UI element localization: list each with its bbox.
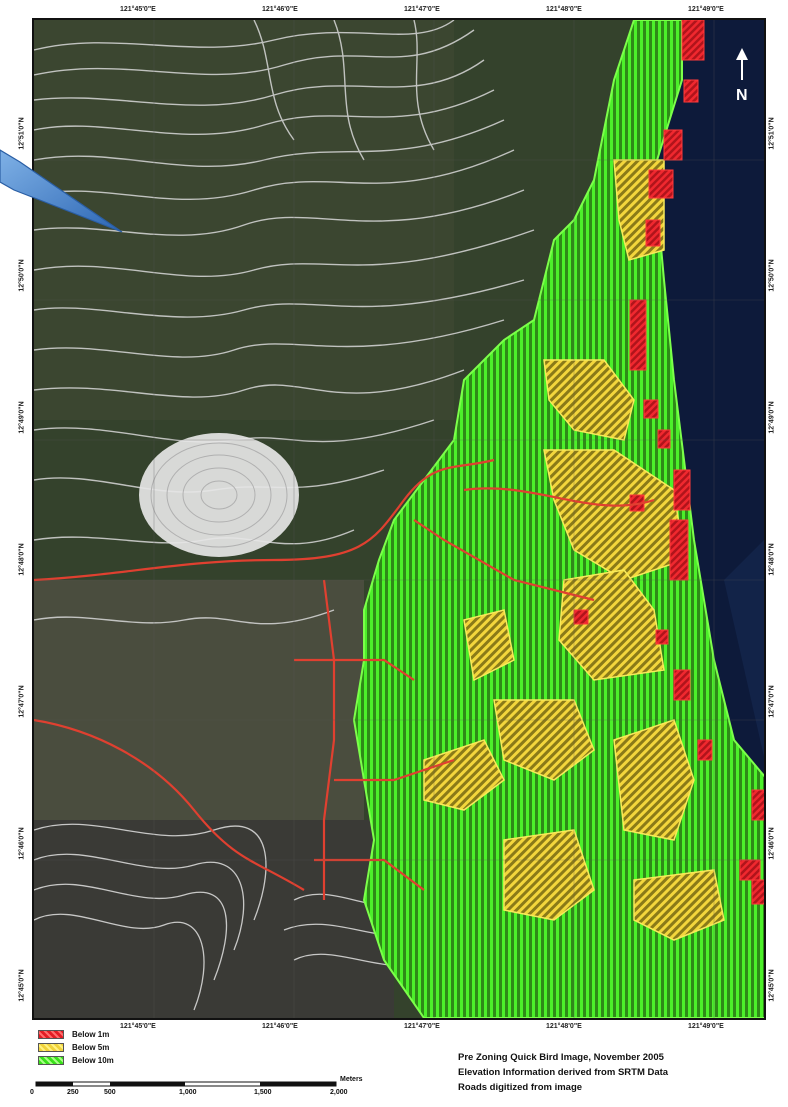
coordinate-tick-label: 121°48'0"E [546,1023,582,1030]
coordinate-tick-label: 12°48'0"N [18,543,26,576]
legend-label: Below 1m [72,1030,110,1039]
scale-tick-label: 500 [104,1089,116,1096]
north-arrow-label: N [736,87,748,104]
scale-bar: 0 250 500 1,000 1,500 2,000 Meters [30,1076,374,1102]
coordinate-tick-label: 121°45'0"E [120,1023,156,1030]
coordinate-tick-label: 12°49'0"N [18,401,26,434]
map-frame[interactable]: N [32,18,766,1020]
roads [34,458,655,900]
coordinate-tick-label: 121°46'0"E [262,6,298,13]
north-arrow [736,48,748,80]
coordinate-tick-label: 12°46'0"N [768,827,776,860]
coordinate-tick-label: 121°47'0"E [404,6,440,13]
legend-item-below-1m: Below 1m [38,1028,114,1041]
coordinate-tick-label: 12°45'0"N [18,969,26,1002]
zone-below-1m[interactable] [573,20,764,905]
scale-tick-label: 1,500 [254,1089,272,1096]
map-image: N [34,20,764,1018]
coordinate-tick-label: 12°47'0"N [18,685,26,718]
coordinate-tick-label: 121°45'0"E [120,6,156,13]
coordinate-tick-label: 121°49'0"E [688,1023,724,1030]
hill-dome [139,433,299,557]
coordinate-tick-label: 12°48'0"N [768,543,776,576]
coordinate-tick-label: 121°49'0"E [688,6,724,13]
coordinate-tick-label: 12°47'0"N [768,685,776,718]
legend-swatch-red [38,1030,64,1039]
scale-unit-label: Meters [340,1076,363,1083]
coordinate-tick-label: 12°45'0"N [768,969,776,1002]
coordinate-tick-label: 121°48'0"E [546,6,582,13]
scale-tick-label: 250 [67,1089,79,1096]
scale-tick-label: 2,000 [330,1089,348,1096]
coordinate-tick-label: 12°51'0"N [768,117,776,150]
coordinate-tick-label: 12°46'0"N [18,827,26,860]
coordinate-tick-label: 121°46'0"E [262,1023,298,1030]
scale-bar-graphic [35,1081,337,1087]
coordinate-tick-label: 12°49'0"N [768,401,776,434]
legend-label: Below 5m [72,1043,110,1052]
zone-below-5m[interactable] [423,159,725,941]
map-credits: Pre Zoning Quick Bird Image, November 20… [458,1050,778,1095]
credits-line-2: Elevation Information derived from SRTM … [458,1067,669,1078]
callout-pointer [0,149,123,233]
legend-swatch-green [38,1056,64,1065]
sea-area [654,20,764,1018]
scale-tick-label: 0 [30,1089,34,1096]
legend-item-below-5m: Below 5m [38,1041,114,1054]
credits-line-1: Pre Zoning Quick Bird Image, November 20… [458,1052,664,1063]
coordinate-tick-label: 12°50'0"N [768,259,776,292]
legend-item-below-10m: Below 10m [38,1054,114,1067]
credits-line-3: Roads digitized from image [458,1082,583,1093]
coordinate-tick-label: 12°50'0"N [18,259,26,292]
coordinate-tick-label: 121°47'0"E [404,1023,440,1030]
map-legend: Below 1m Below 5m Below 10m [38,1028,114,1067]
scale-tick-label: 1,000 [179,1089,197,1096]
legend-label: Below 10m [72,1056,114,1065]
legend-swatch-yellow [38,1043,64,1052]
